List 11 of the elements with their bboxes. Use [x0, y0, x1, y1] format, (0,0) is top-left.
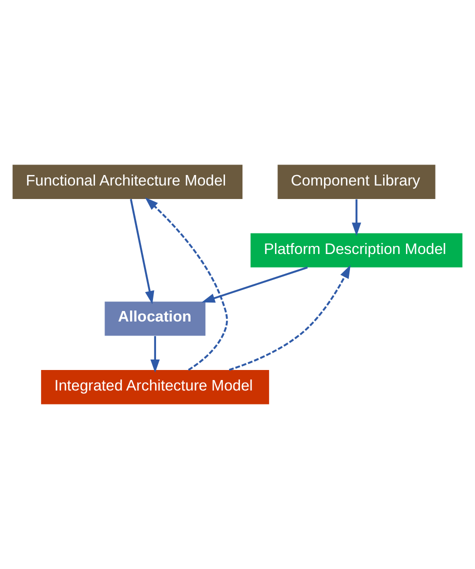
arrow: [202, 266, 308, 303]
arrow: [130, 198, 154, 304]
arrow: [352, 199, 362, 236]
node-box: Allocation: [104, 302, 206, 336]
node-box: Functional Architecture Model: [12, 164, 242, 199]
node-box: Platform Description Model: [250, 233, 462, 268]
node-box: Component Library: [278, 164, 436, 199]
arrow: [145, 197, 228, 371]
arrow: [150, 336, 160, 373]
arrow: [228, 265, 351, 371]
node-box: Integrated Architecture Model: [41, 370, 270, 404]
